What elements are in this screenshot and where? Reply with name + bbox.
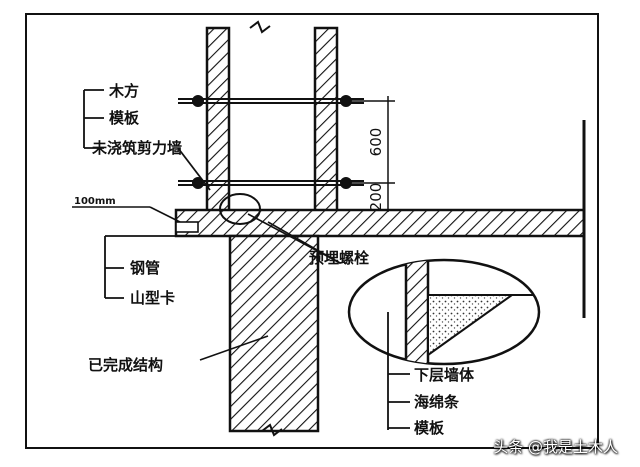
label-mountain-clip: 山型卡 bbox=[130, 289, 175, 307]
label-formwork: 模板 bbox=[109, 109, 140, 127]
label-formwork-lower: 模板 bbox=[414, 419, 445, 437]
label-existing-structure: 已完成结构 bbox=[88, 356, 163, 374]
dimension-200: 200 bbox=[367, 183, 385, 212]
detail-label-bracket bbox=[387, 312, 410, 430]
drawing-frame bbox=[25, 13, 599, 449]
label-sealing-strip: 海绵条 bbox=[414, 393, 460, 411]
label-100mm: 100mm bbox=[74, 196, 116, 207]
dimension-line bbox=[352, 96, 395, 212]
break-mark-top bbox=[249, 20, 271, 34]
upper-wall-left bbox=[205, 26, 231, 218]
tie-bolt-lower bbox=[178, 177, 364, 189]
label-lower-wall: 下层墙体 bbox=[414, 366, 475, 384]
offset-100-leader bbox=[72, 206, 199, 233]
watermark: 头条 @我是土木人 bbox=[493, 438, 618, 456]
label-embedded-bolt: 预埋螺栓 bbox=[309, 249, 369, 267]
label-wood-beam: 木方 bbox=[108, 82, 139, 100]
embedded-bolt-leader bbox=[247, 213, 341, 264]
tie-bolt-upper bbox=[178, 95, 364, 107]
label-steel-pipe: 钢管 bbox=[130, 259, 160, 277]
embedded-bolt-circle bbox=[219, 193, 261, 225]
upper-wall-right bbox=[313, 26, 339, 218]
label-bracket-top bbox=[83, 89, 211, 191]
lower-existing-wall bbox=[228, 234, 320, 437]
detail-ellipse bbox=[347, 258, 541, 366]
label-shear-wall-pour: 未浇筑剪力墙 bbox=[91, 139, 182, 157]
dimension-600: 600 bbox=[367, 128, 385, 157]
existing-structure-leader bbox=[199, 335, 269, 361]
label-bracket-bottom bbox=[104, 235, 200, 299]
